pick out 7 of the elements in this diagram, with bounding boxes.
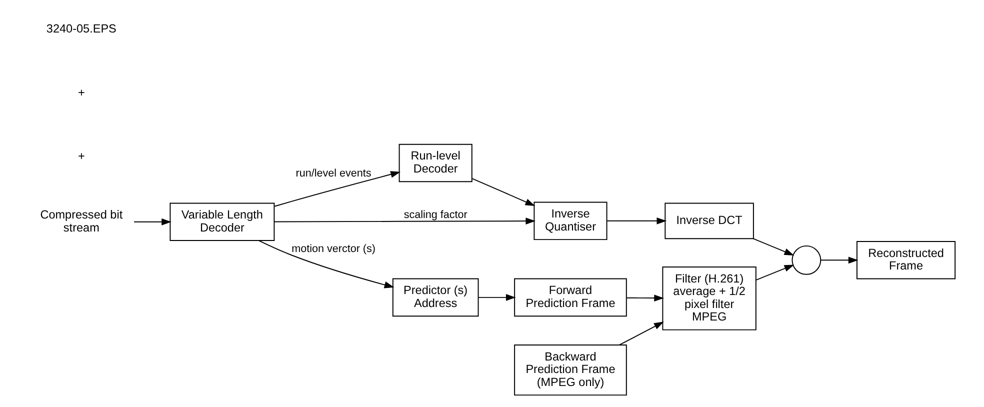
label: + (78, 86, 85, 100)
node-text: Compressed bit stream (40, 208, 123, 234)
edge-label: scaling factor (404, 208, 468, 221)
edge-label: run/level events (296, 168, 372, 180)
label: + (78, 150, 85, 164)
label: 3240-05.EPS (46, 22, 116, 36)
edge-label: motion verctor (s) (292, 243, 376, 256)
